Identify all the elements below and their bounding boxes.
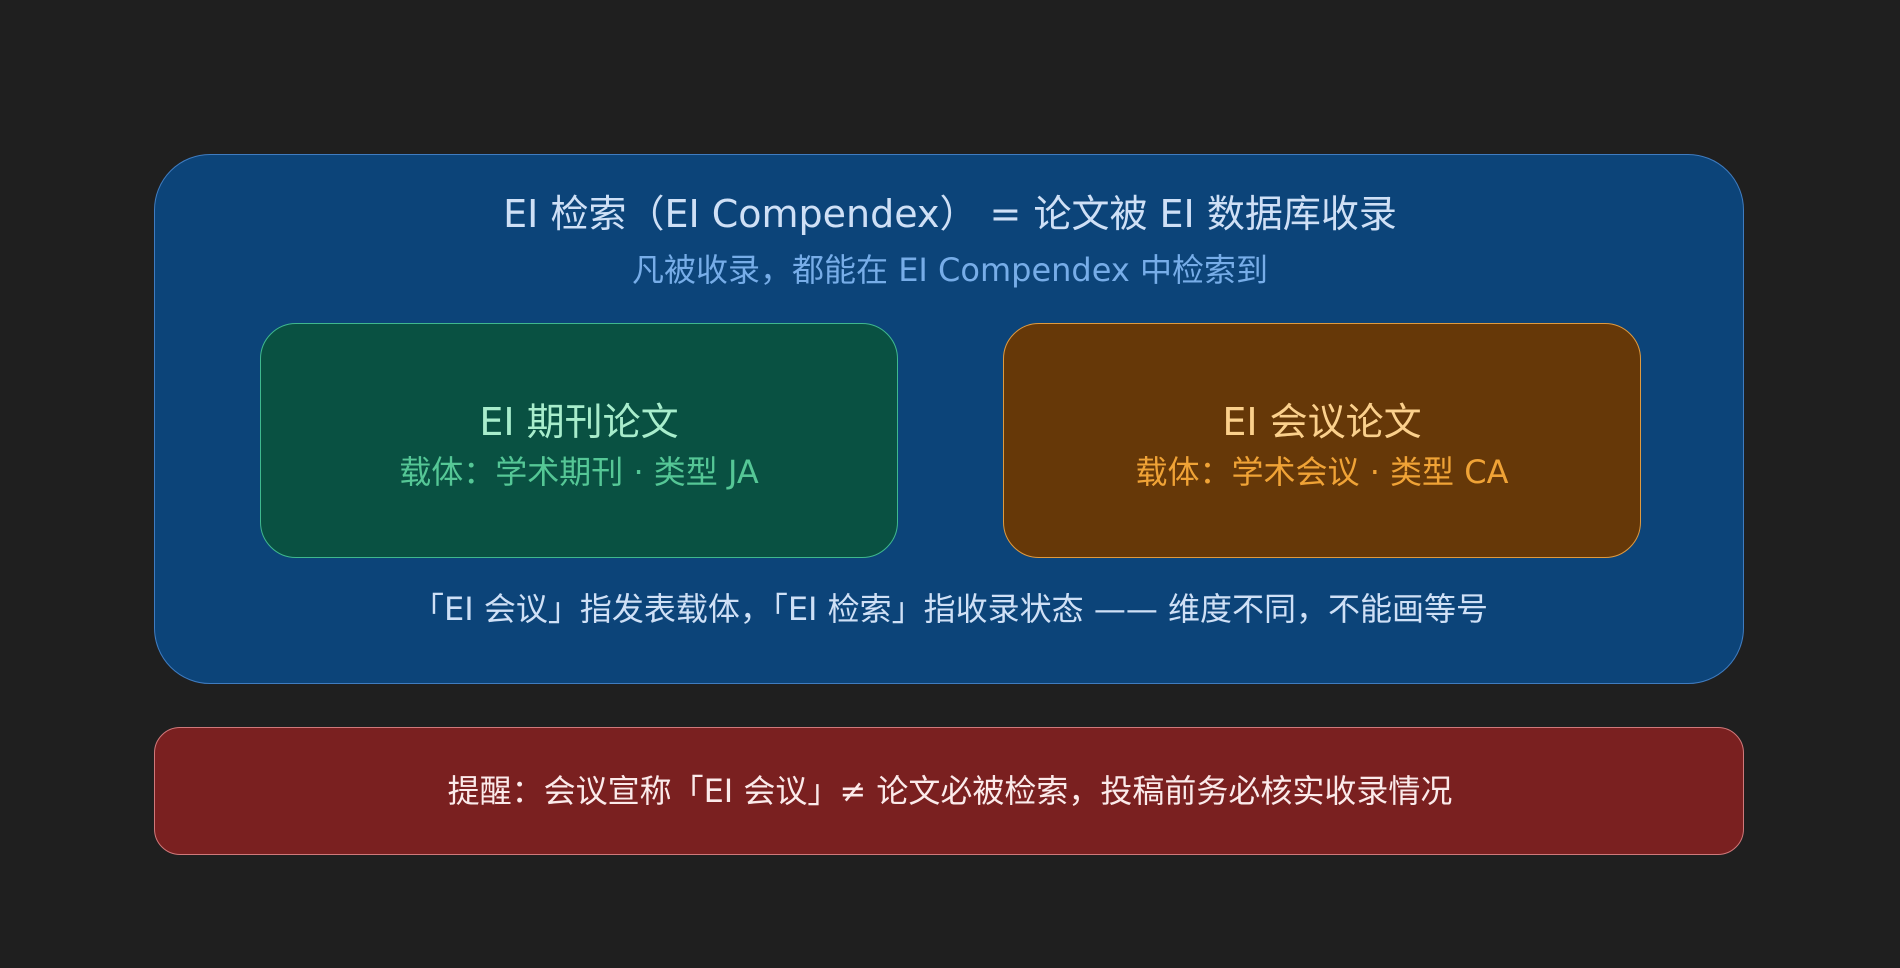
dimension-note: 「EI 会议」指发表载体，「EI 检索」指收录状态 —— 维度不同，不能画等号 bbox=[411, 590, 1488, 628]
ei-retrieval-subtitle: 凡被收录，都能在 EI Compendex 中检索到 bbox=[632, 251, 1268, 289]
ei-conference-card: EI 会议论文 载体：学术会议 · 类型 CA bbox=[1003, 323, 1641, 558]
ei-journal-card: EI 期刊论文 载体：学术期刊 · 类型 JA bbox=[260, 323, 898, 558]
warning-box bbox=[154, 727, 1744, 855]
ei-retrieval-title: EI 检索（EI Compendex） = 论文被 EI 数据库收录 bbox=[503, 192, 1397, 236]
ei-conference-title: EI 会议论文 bbox=[1222, 400, 1422, 444]
ei-journal-title: EI 期刊论文 bbox=[479, 400, 679, 444]
ei-journal-subtitle: 载体：学术期刊 · 类型 JA bbox=[399, 453, 759, 491]
warning-text: 提醒：会议宣称「EI 会议」≠ 论文必被检索，投稿前务必核实收录情况 bbox=[447, 772, 1453, 810]
ei-conference-subtitle: 载体：学术会议 · 类型 CA bbox=[1135, 453, 1509, 491]
